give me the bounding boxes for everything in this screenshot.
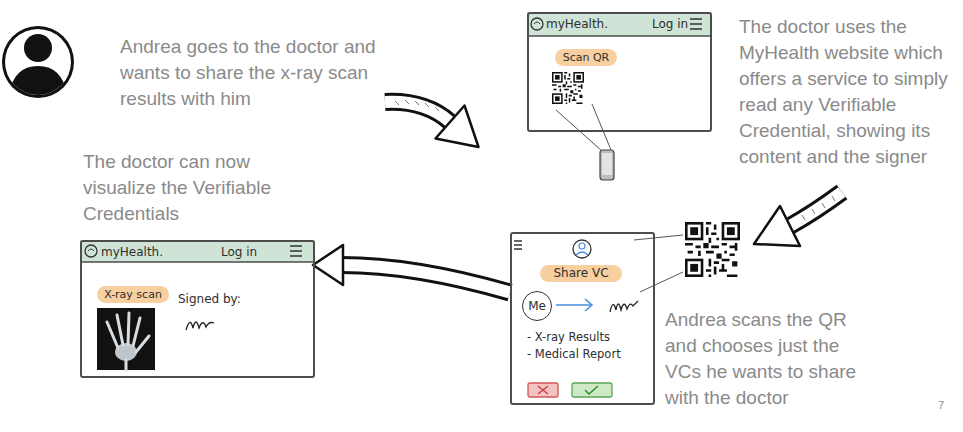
avatar-circle: Me: [522, 291, 552, 321]
reject-button: [528, 383, 558, 397]
highlight-tag: Scan QR: [555, 49, 617, 66]
page-number: 7: [938, 398, 958, 412]
screen-text: Signed by:: [178, 292, 241, 306]
arrow-head: [436, 106, 479, 148]
menu-icon: [290, 246, 302, 256]
qr-code: [685, 222, 740, 277]
person-head: [24, 34, 52, 62]
screen-text: Log in: [221, 245, 257, 259]
tag-text: X-ray scan: [104, 288, 162, 301]
highlight-tag: X-ray scan: [97, 286, 169, 303]
xray-bones: [107, 313, 149, 370]
arrow-shaft-outline: [341, 265, 510, 293]
leader-line: [634, 235, 683, 240]
screen-text: myHealth.: [546, 17, 608, 31]
tag-text: Scan QR: [563, 51, 610, 64]
screen-text: Log in: [652, 17, 688, 31]
logo-mark: [88, 249, 94, 251]
screen-mockup: myHealth. Log in Signed by: X-ray scan: [80, 240, 315, 378]
reject-cross: [538, 386, 548, 394]
screen-text: - X-ray Results: [527, 331, 610, 345]
step-caption: The doctor uses the MyHealth website whi…: [739, 14, 961, 170]
arrow-head: [313, 245, 343, 285]
logo-mark: [534, 22, 540, 24]
screen-text: - Medical Report: [527, 348, 621, 362]
arrow-shaft: [341, 265, 510, 293]
person-shoulders: [8, 66, 68, 104]
step-caption: Andrea goes to the doctor and wants to s…: [120, 34, 410, 112]
logo-icon: [85, 245, 97, 257]
step-caption: Andrea scans the QR and chooses just the…: [665, 307, 870, 411]
tag-text: Share VC: [553, 266, 608, 280]
logo-icon: [531, 18, 543, 30]
arrow-shaft: [790, 192, 842, 226]
person-icon: [2, 26, 74, 104]
sketch-arrow: [313, 245, 510, 293]
header-rule: [527, 35, 712, 37]
qr-code: [552, 72, 584, 104]
accept-check: [585, 386, 598, 394]
sketch-arrow: [385, 100, 479, 147]
xray-film: [97, 308, 155, 370]
accept-button: [572, 383, 612, 397]
tag-text: Me: [528, 299, 546, 313]
arrow-hatching: [395, 100, 439, 111]
step-caption: The doctor can now visualize the Verifia…: [83, 149, 288, 227]
leader-line: [592, 104, 611, 150]
arrow-head: [754, 206, 800, 246]
screen-mockup: myHealth. Log in Scan QR: [527, 12, 712, 132]
arrow-shaft-outline: [790, 192, 842, 226]
phone-screen: [602, 153, 612, 175]
leader-line: [640, 272, 683, 292]
arrow-shaft: [385, 102, 450, 122]
menu-icon: [690, 19, 702, 29]
screen-text: myHealth.: [101, 245, 163, 259]
signature-mark: [186, 322, 214, 330]
arrow-hatching: [802, 196, 835, 220]
avatar-head: [579, 243, 585, 249]
signature-mark: [610, 301, 638, 312]
menu-icon: [514, 241, 522, 249]
share-arrow: [556, 299, 592, 311]
xray-image: [97, 308, 155, 370]
sketch-arrow: [754, 192, 842, 246]
screen-mockup: - X-ray Results - Medical Report Share VC M…: [510, 232, 655, 405]
header-band: [527, 12, 712, 36]
header-band: [80, 240, 315, 262]
arrow-shaft-outline: [385, 102, 450, 122]
avatar-icon: [573, 240, 591, 258]
header-rule: [80, 261, 315, 263]
highlight-tag: Share VC: [540, 265, 622, 282]
phone-icon: [600, 150, 614, 180]
avatar-body: [576, 252, 588, 255]
